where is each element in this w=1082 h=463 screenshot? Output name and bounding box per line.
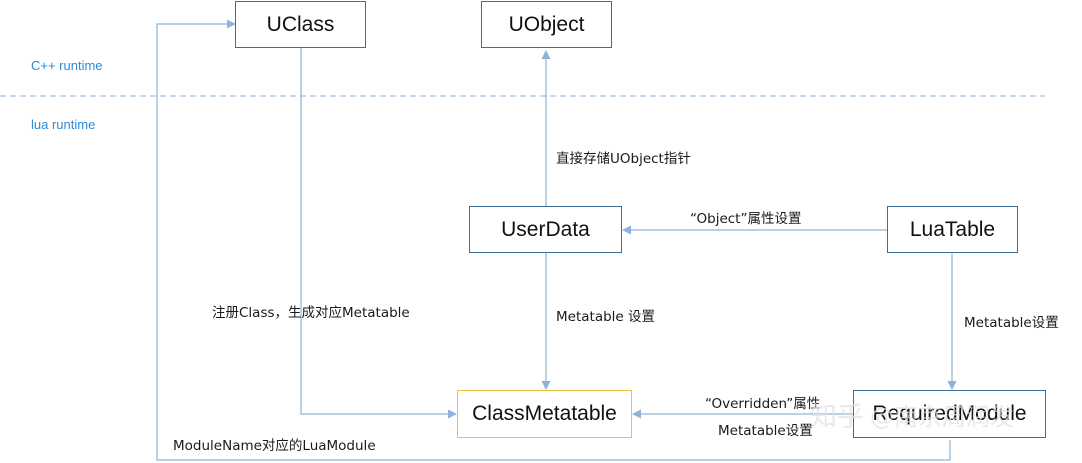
edge-label-overridden-property: “Overridden”属性: [705, 396, 821, 412]
watermark-handle: @南京周润发: [870, 402, 1014, 431]
userdata-node: UserData: [469, 206, 622, 253]
edge-label-store-uobject-pointer: 直接存储UObject指针: [556, 151, 691, 167]
edge-label-overridden-metatable: Metatable设置: [718, 423, 813, 439]
edge-requiredmodule-to-uclass: [156, 19, 951, 461]
requiredmodule-node: RequiredModule: [853, 390, 1046, 438]
uobject-node: UObject: [481, 1, 612, 48]
luatable-node: LuaTable: [887, 206, 1018, 253]
edge-label-modulename-luamodule: ModuleName对应的LuaModule: [173, 438, 376, 454]
cpp-runtime-label: C++ runtime: [31, 58, 103, 73]
watermark-brand: 知乎: [810, 401, 864, 433]
edge-uclass-to-classmetatable: [300, 48, 457, 419]
edge-label-userdata-metatable: Metatable 设置: [556, 309, 656, 325]
edge-label-luatable-metatable: Metatable设置: [964, 315, 1059, 331]
classmetatable-node: ClassMetatable: [457, 390, 632, 438]
edge-label-object-property: “Object”属性设置: [690, 211, 802, 227]
lua-runtime-label: lua runtime: [31, 117, 96, 132]
watermark: 知乎 @南京周润发: [810, 396, 1014, 433]
uclass-node: UClass: [235, 1, 366, 48]
edge-label-register-class: 注册Class，生成对应Metatable: [212, 305, 410, 321]
